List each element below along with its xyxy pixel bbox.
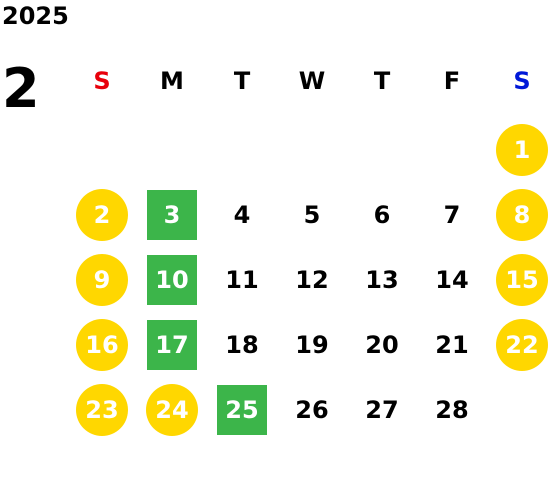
calendar-day-7[interactable]: 7 (417, 182, 487, 247)
calendar-day-15[interactable]: 15 (487, 247, 548, 312)
calendar-day-2[interactable]: 2 (67, 182, 137, 247)
weekday-thursday: T (373, 67, 391, 95)
day-number: 8 (496, 188, 548, 241)
day-number: 11 (225, 265, 259, 294)
calendar-day-11[interactable]: 11 (207, 247, 277, 312)
calendar-day-17[interactable]: 17 (137, 312, 207, 377)
day-number: 27 (365, 395, 399, 424)
calendar-day-3[interactable]: 3 (137, 182, 207, 247)
weekday-tuesday: T (233, 67, 251, 95)
month-label: 2 (2, 57, 40, 120)
day-number: 24 (146, 383, 198, 436)
day-number: 4 (233, 200, 251, 229)
calendar-day-27[interactable]: 27 (347, 377, 417, 442)
calendar-day-13[interactable]: 13 (347, 247, 417, 312)
day-number: 19 (295, 330, 329, 359)
day-number: 2 (76, 188, 128, 241)
day-number: 18 (225, 330, 259, 359)
day-number: 28 (435, 395, 469, 424)
calendar-day-10[interactable]: 10 (137, 247, 207, 312)
day-number: 14 (435, 265, 469, 294)
day-number: 26 (295, 395, 329, 424)
weekday-monday: M (160, 67, 184, 95)
calendar-day-6[interactable]: 6 (347, 182, 417, 247)
calendar-day-1[interactable]: 1 (487, 117, 548, 182)
weekday-saturday: S (513, 67, 531, 95)
calendar-day-9[interactable]: 9 (67, 247, 137, 312)
day-number: 17 (147, 319, 197, 370)
calendar-day-16[interactable]: 16 (67, 312, 137, 377)
day-number: 20 (365, 330, 399, 359)
calendar-day-5[interactable]: 5 (277, 182, 347, 247)
day-number: 12 (295, 265, 329, 294)
day-number: 1 (496, 123, 548, 176)
weekday-sunday: S (93, 67, 111, 95)
day-number: 3 (147, 189, 197, 240)
calendar-day-28[interactable]: 28 (417, 377, 487, 442)
calendar-day-22[interactable]: 22 (487, 312, 548, 377)
weekday-wednesday: W (298, 67, 326, 95)
day-number: 22 (496, 318, 548, 371)
calendar-day-14[interactable]: 14 (417, 247, 487, 312)
calendar-day-21[interactable]: 21 (417, 312, 487, 377)
day-number: 15 (496, 253, 548, 306)
calendar-day-20[interactable]: 20 (347, 312, 417, 377)
weekday-friday: F (443, 67, 461, 95)
day-number: 9 (76, 253, 128, 306)
day-number: 13 (365, 265, 399, 294)
calendar-day-8[interactable]: 8 (487, 182, 548, 247)
day-number: 23 (76, 383, 128, 436)
day-number: 5 (303, 200, 321, 229)
day-number: 25 (217, 384, 267, 435)
day-number: 10 (147, 254, 197, 305)
day-number: 16 (76, 318, 128, 371)
calendar-day-19[interactable]: 19 (277, 312, 347, 377)
calendar-day-25[interactable]: 25 (207, 377, 277, 442)
day-number: 7 (443, 200, 461, 229)
day-number: 21 (435, 330, 469, 359)
calendar-day-12[interactable]: 12 (277, 247, 347, 312)
calendar-day-18[interactable]: 18 (207, 312, 277, 377)
calendar-day-26[interactable]: 26 (277, 377, 347, 442)
calendar-day-4[interactable]: 4 (207, 182, 277, 247)
calendar-day-23[interactable]: 23 (67, 377, 137, 442)
day-number: 6 (373, 200, 391, 229)
calendar-day-24[interactable]: 24 (137, 377, 207, 442)
year-label: 2025 (2, 2, 69, 30)
